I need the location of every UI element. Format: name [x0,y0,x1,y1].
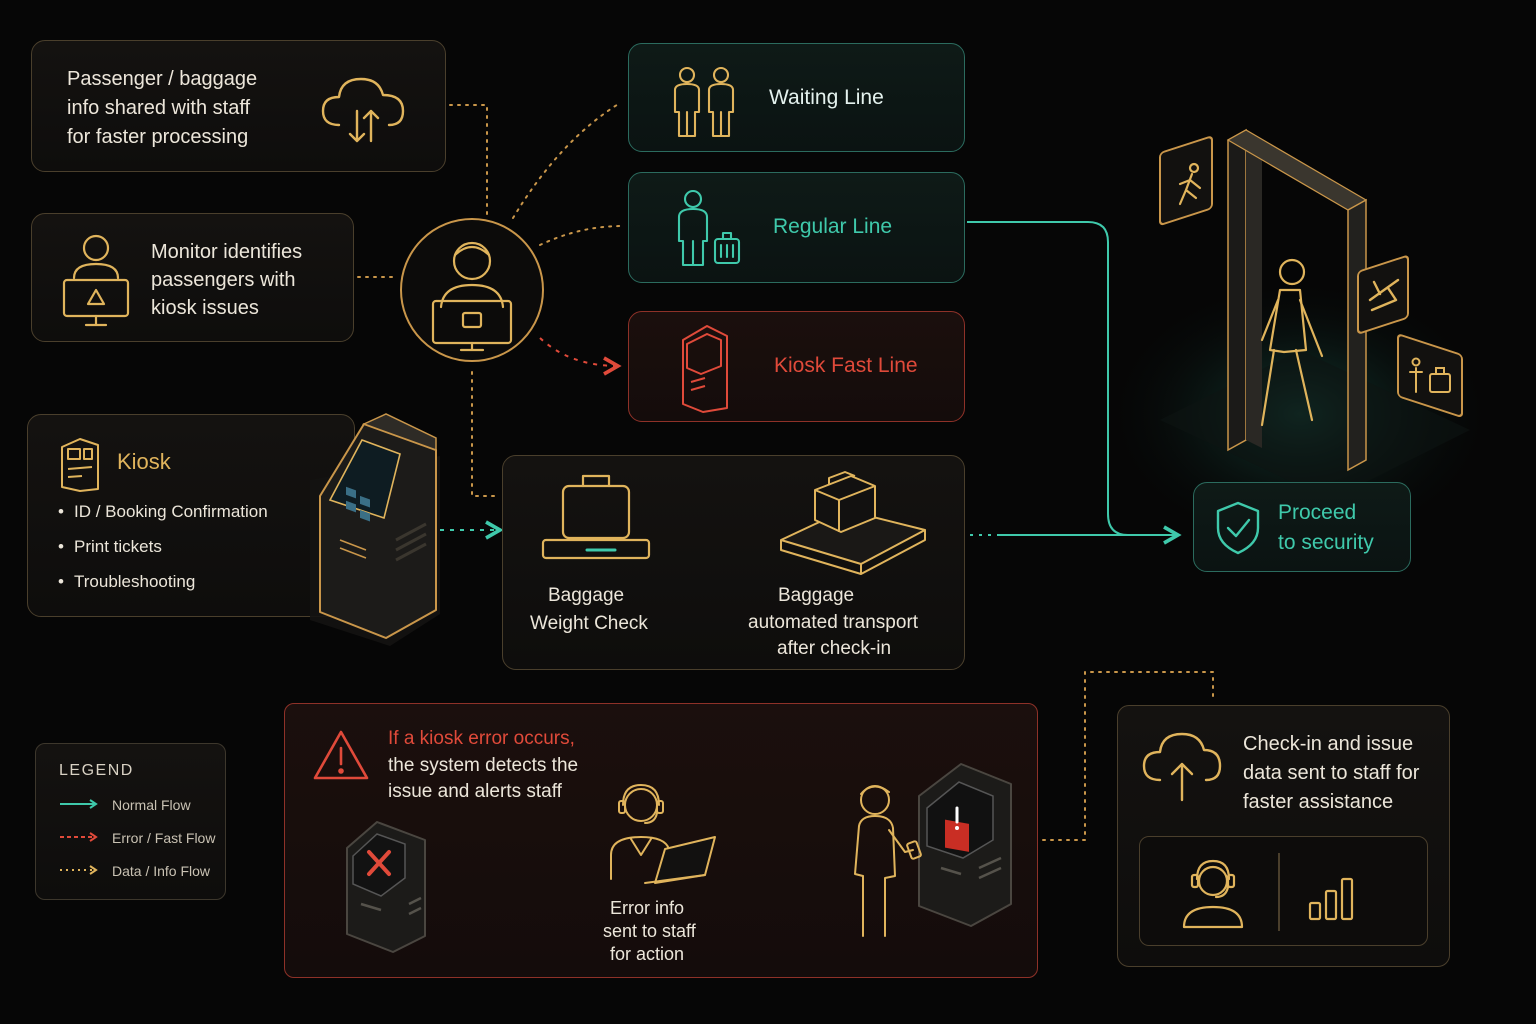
staff-monitor-hub-icon [400,218,544,362]
conveyor-baggage-icon [780,471,926,575]
legend-error-label: Error / Fast Flow [112,830,216,846]
shield-check-icon [1216,501,1260,555]
broken-kiosk-illustration [346,821,426,953]
support-agent-laptop-icon [610,784,716,884]
info-shared-line-1: Passenger / baggage [67,68,258,90]
transport-line-3: after check-in [777,638,892,659]
kiosk-error-panel: If a kiosk error occurs, the system dete… [284,703,1038,978]
fast-flow-arrow [539,337,622,376]
staff-caption-3: for action [610,944,685,964]
headset-agent-icon [1182,859,1244,929]
kiosk-machine-icon [682,325,728,413]
waiting-line-card[interactable]: Waiting Line [628,43,965,152]
kiosk-machine-illustration [310,413,440,646]
monitor-line-1: Monitor identifies [151,241,303,263]
info-shared-line-3: for faster processing [67,126,249,148]
error-headline: If a kiosk error occurs, [388,728,575,749]
staff-caption-2: sent to staff [603,921,696,941]
two-people-icon [673,66,735,138]
kiosk-title: Kiosk [117,449,171,474]
kiosk-fast-line-label: Kiosk Fast Line [774,354,918,377]
weight-check-line-1: Baggage [548,585,625,606]
security-gate-illustration [1100,128,1500,540]
staff-caption-1: Error info [610,898,685,918]
monitor-line-2: passengers with [151,269,296,291]
checkin-line-3: faster assistance [1243,791,1394,813]
legend-normal-label: Normal Flow [112,797,191,813]
kiosk-small-icon [61,438,99,492]
regular-line-label: Regular Line [773,215,893,238]
checkin-data-card: Check-in and issue data sent to staff fo… [1117,705,1450,967]
proceed-to-security-card[interactable]: Proceed to security [1193,482,1411,572]
baggage-card: Baggage Weight Check Baggage automated t… [502,455,965,670]
security-line-1: Proceed [1278,501,1357,524]
legend-title: LEGEND [59,762,134,779]
baggage-scale-icon [541,474,651,560]
warning-triangle-icon [313,730,369,780]
transport-line-2: automated transport [748,612,919,633]
kiosk-bullet-1: ID / Booking Confirmation [58,502,268,522]
security-line-2: to security [1278,531,1374,554]
legend-normal-swatch [60,799,98,809]
checkin-line-1: Check-in and issue [1243,733,1414,755]
legend-data-label: Data / Info Flow [112,863,211,879]
waiting-line-label: Waiting Line [769,86,884,109]
kiosk-bullet-2: Print tickets [58,537,162,557]
info-flow-lines [357,102,1214,841]
weight-check-line-2: Weight Check [530,613,648,634]
staff-dashboard-panel [1139,836,1428,946]
legend-error-swatch [60,832,98,842]
transport-line-1: Baggage [778,585,855,606]
info-shared-line-2: info shared with staff [67,97,251,119]
info-shared-card: Passenger / baggage info shared with sta… [31,40,446,172]
cloud-upload-icon [1142,732,1222,802]
legend-data-swatch [60,865,98,875]
regular-line-card[interactable]: Regular Line [628,172,965,283]
monitor-card: Monitor identifies passengers with kiosk… [31,213,354,342]
dashboard-divider [1278,853,1280,931]
monitor-person-icon [62,234,130,327]
checkin-line-2: data sent to staff for [1243,762,1420,784]
monitor-line-3: kiosk issues [151,297,259,319]
error-line-2: issue and alerts staff [388,781,562,802]
error-line-1: the system detects the [388,755,579,776]
kiosk-fast-line-card[interactable]: Kiosk Fast Line [628,311,965,422]
staff-helping-at-kiosk-illustration [854,763,1012,937]
kiosk-card: Kiosk ID / Booking Confirmation Print ti… [27,414,355,617]
bar-chart-icon [1308,877,1354,921]
kiosk-bullet-3: Troubleshooting [58,572,195,592]
person-with-luggage-icon [677,189,741,267]
legend-panel: LEGEND Normal Flow Error / Fast Flow Dat… [35,743,226,900]
cloud-sync-icon [321,77,405,143]
